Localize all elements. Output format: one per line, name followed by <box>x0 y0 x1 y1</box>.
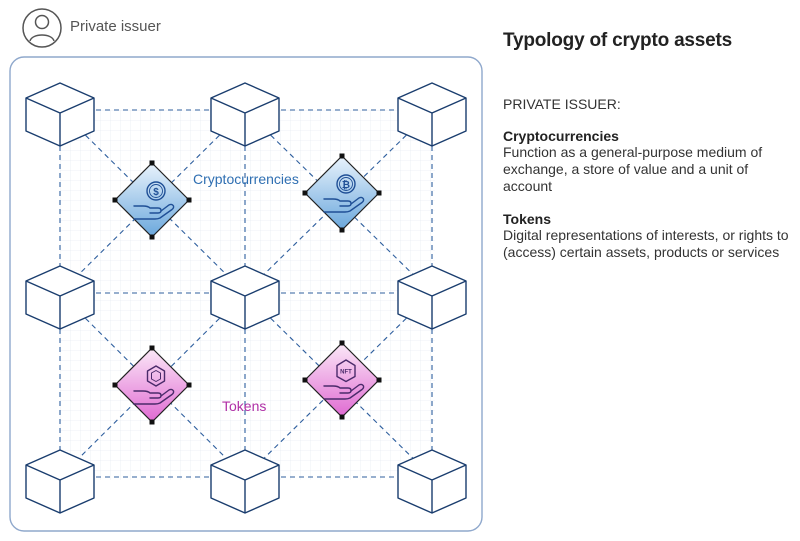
user-avatar-icon <box>22 8 62 48</box>
connector-line <box>244 292 433 478</box>
token-nft-badge: NFT <box>302 340 382 420</box>
tokens-label: Tokens <box>222 398 266 414</box>
section-title: Cryptocurrencies <box>503 128 619 144</box>
network-node-cube <box>25 449 95 514</box>
network-node-cube <box>25 265 95 330</box>
description-panel: Typology of crypto assets PRIVATE ISSUER… <box>503 30 795 261</box>
svg-text:$: $ <box>153 187 159 198</box>
network-node-cube <box>210 265 280 330</box>
hexagon-token-hand-icon <box>133 365 175 405</box>
token-hexagon-badge <box>112 345 192 425</box>
section-description: Digital representations of interests, or… <box>503 227 789 260</box>
panel-subheading: PRIVATE ISSUER: <box>503 96 621 112</box>
connector-line <box>244 292 433 478</box>
dollar-coin-hand-icon: $ <box>133 181 175 220</box>
svg-text:₿: ₿ <box>342 179 350 191</box>
cryptocurrencies-section: Cryptocurrencies Function as a general-p… <box>503 128 795 195</box>
cryptocurrency-bitcoin-badge: ₿ <box>302 153 382 233</box>
section-description: Function as a general-purpose medium of … <box>503 144 763 194</box>
network-node-cube <box>397 449 467 514</box>
panel-title: Typology of crypto assets <box>503 30 733 51</box>
section-title: Tokens <box>503 211 551 227</box>
crypto-network-diagram: $ ₿ NF <box>9 56 483 532</box>
network-node-cube <box>210 82 280 147</box>
svg-text:NFT: NFT <box>340 370 352 376</box>
bitcoin-coin-hand-icon: ₿ <box>323 174 365 213</box>
nft-hand-icon: NFT <box>323 359 365 400</box>
cryptocurrency-dollar-badge: $ <box>112 160 192 240</box>
network-node-cube <box>397 265 467 330</box>
tokens-section: Tokens Digital representations of intere… <box>503 211 795 261</box>
cryptocurrencies-label: Cryptocurrencies <box>193 171 299 187</box>
network-node-cube <box>210 449 280 514</box>
issuer-label: Private issuer <box>70 18 161 35</box>
network-node-cube <box>25 82 95 147</box>
network-node-cube <box>397 82 467 147</box>
